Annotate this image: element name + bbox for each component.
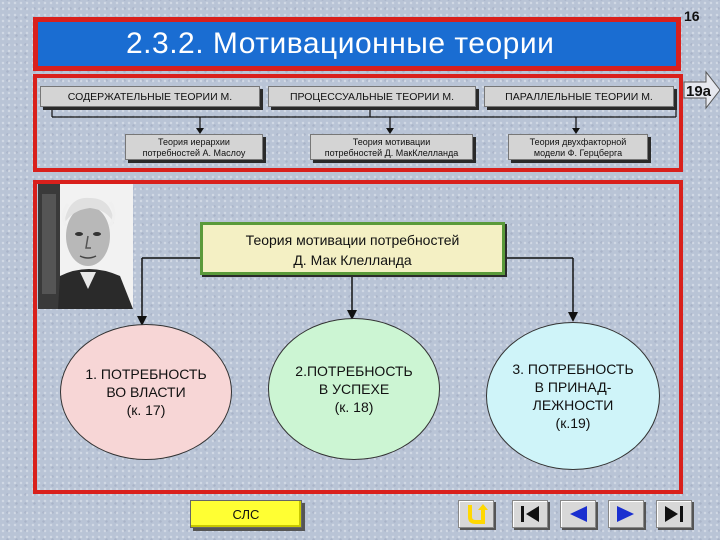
theory-mcclelland[interactable]: Теория мотивации потребностей Д. МакКлел…: [310, 134, 473, 160]
return-button[interactable]: [458, 500, 494, 528]
last-slide-button[interactable]: [656, 500, 692, 528]
theory-mcclelland-line1: Теория мотивации: [352, 137, 431, 147]
slide-title: 2.3.2. Мотивационные теории: [38, 22, 676, 66]
mcclelland-panel: [33, 180, 683, 494]
theory-herzberg-line1: Теория двухфакторной: [529, 137, 627, 147]
theory-maslow-line2: потребностей А. Маслоу: [142, 148, 246, 158]
first-slide-button[interactable]: [512, 500, 548, 528]
theory-maslow-line1: Теория иерархии: [158, 137, 230, 147]
previous-icon: [570, 506, 587, 522]
theories-panel: [33, 74, 683, 172]
central-theory-line1: Теория мотивации потребностей: [245, 232, 460, 248]
central-theory-box: Теория мотивации потребностей Д. Мак Кле…: [200, 222, 505, 275]
link-19a-label[interactable]: 19а: [686, 83, 712, 100]
link-arrow-icon[interactable]: [682, 70, 720, 110]
title-frame: 2.3.2. Мотивационные теории: [33, 17, 681, 71]
return-icon: [468, 504, 488, 524]
category-process-theories[interactable]: ПРОЦЕССУАЛЬНЫЕ ТЕОРИИ М.: [268, 86, 476, 107]
theory-herzberg[interactable]: Теория двухфакторной модели Ф. Герцберга: [508, 134, 648, 160]
need-achievement-label: 2.ПОТРЕБНОСТЬ В УСПЕХЕ (к. 18): [295, 363, 413, 415]
first-slide-icon: [521, 506, 539, 522]
category-parallel-theories[interactable]: ПАРАЛЛЕЛЬНЫЕ ТЕОРИИ М.: [484, 86, 674, 107]
last-slide-icon: [665, 506, 683, 522]
category-content-theories[interactable]: СОДЕРЖАТЕЛЬНЫЕ ТЕОРИИ М.: [40, 86, 260, 107]
theory-mcclelland-line2: потребностей Д. МакКлелланда: [324, 148, 459, 158]
next-slide-button[interactable]: [608, 500, 644, 528]
theory-maslow[interactable]: Теория иерархии потребностей А. Маслоу: [125, 134, 263, 160]
cls-button[interactable]: СЛС: [190, 500, 302, 528]
previous-slide-button[interactable]: [560, 500, 596, 528]
theory-herzberg-line2: модели Ф. Герцберга: [533, 148, 623, 158]
need-achievement-circle[interactable]: 2.ПОТРЕБНОСТЬ В УСПЕХЕ (к. 18): [268, 318, 440, 460]
slide-number: 16: [684, 8, 700, 24]
need-affiliation-circle[interactable]: 3. ПОТРЕБНОСТЬ В ПРИНАД- ЛЕЖНОСТИ (к.19): [486, 322, 660, 470]
need-power-circle[interactable]: 1. ПОТРЕБНОСТЬ ВО ВЛАСТИ (к. 17): [60, 324, 232, 460]
portrait-photo: [38, 184, 133, 309]
need-affiliation-label: 3. ПОТРЕБНОСТЬ В ПРИНАД- ЛЕЖНОСТИ (к.19): [512, 361, 634, 431]
need-power-label: 1. ПОТРЕБНОСТЬ ВО ВЛАСТИ (к. 17): [85, 366, 207, 418]
next-icon: [617, 506, 634, 522]
central-theory-line2: Д. Мак Клелланда: [293, 252, 412, 268]
